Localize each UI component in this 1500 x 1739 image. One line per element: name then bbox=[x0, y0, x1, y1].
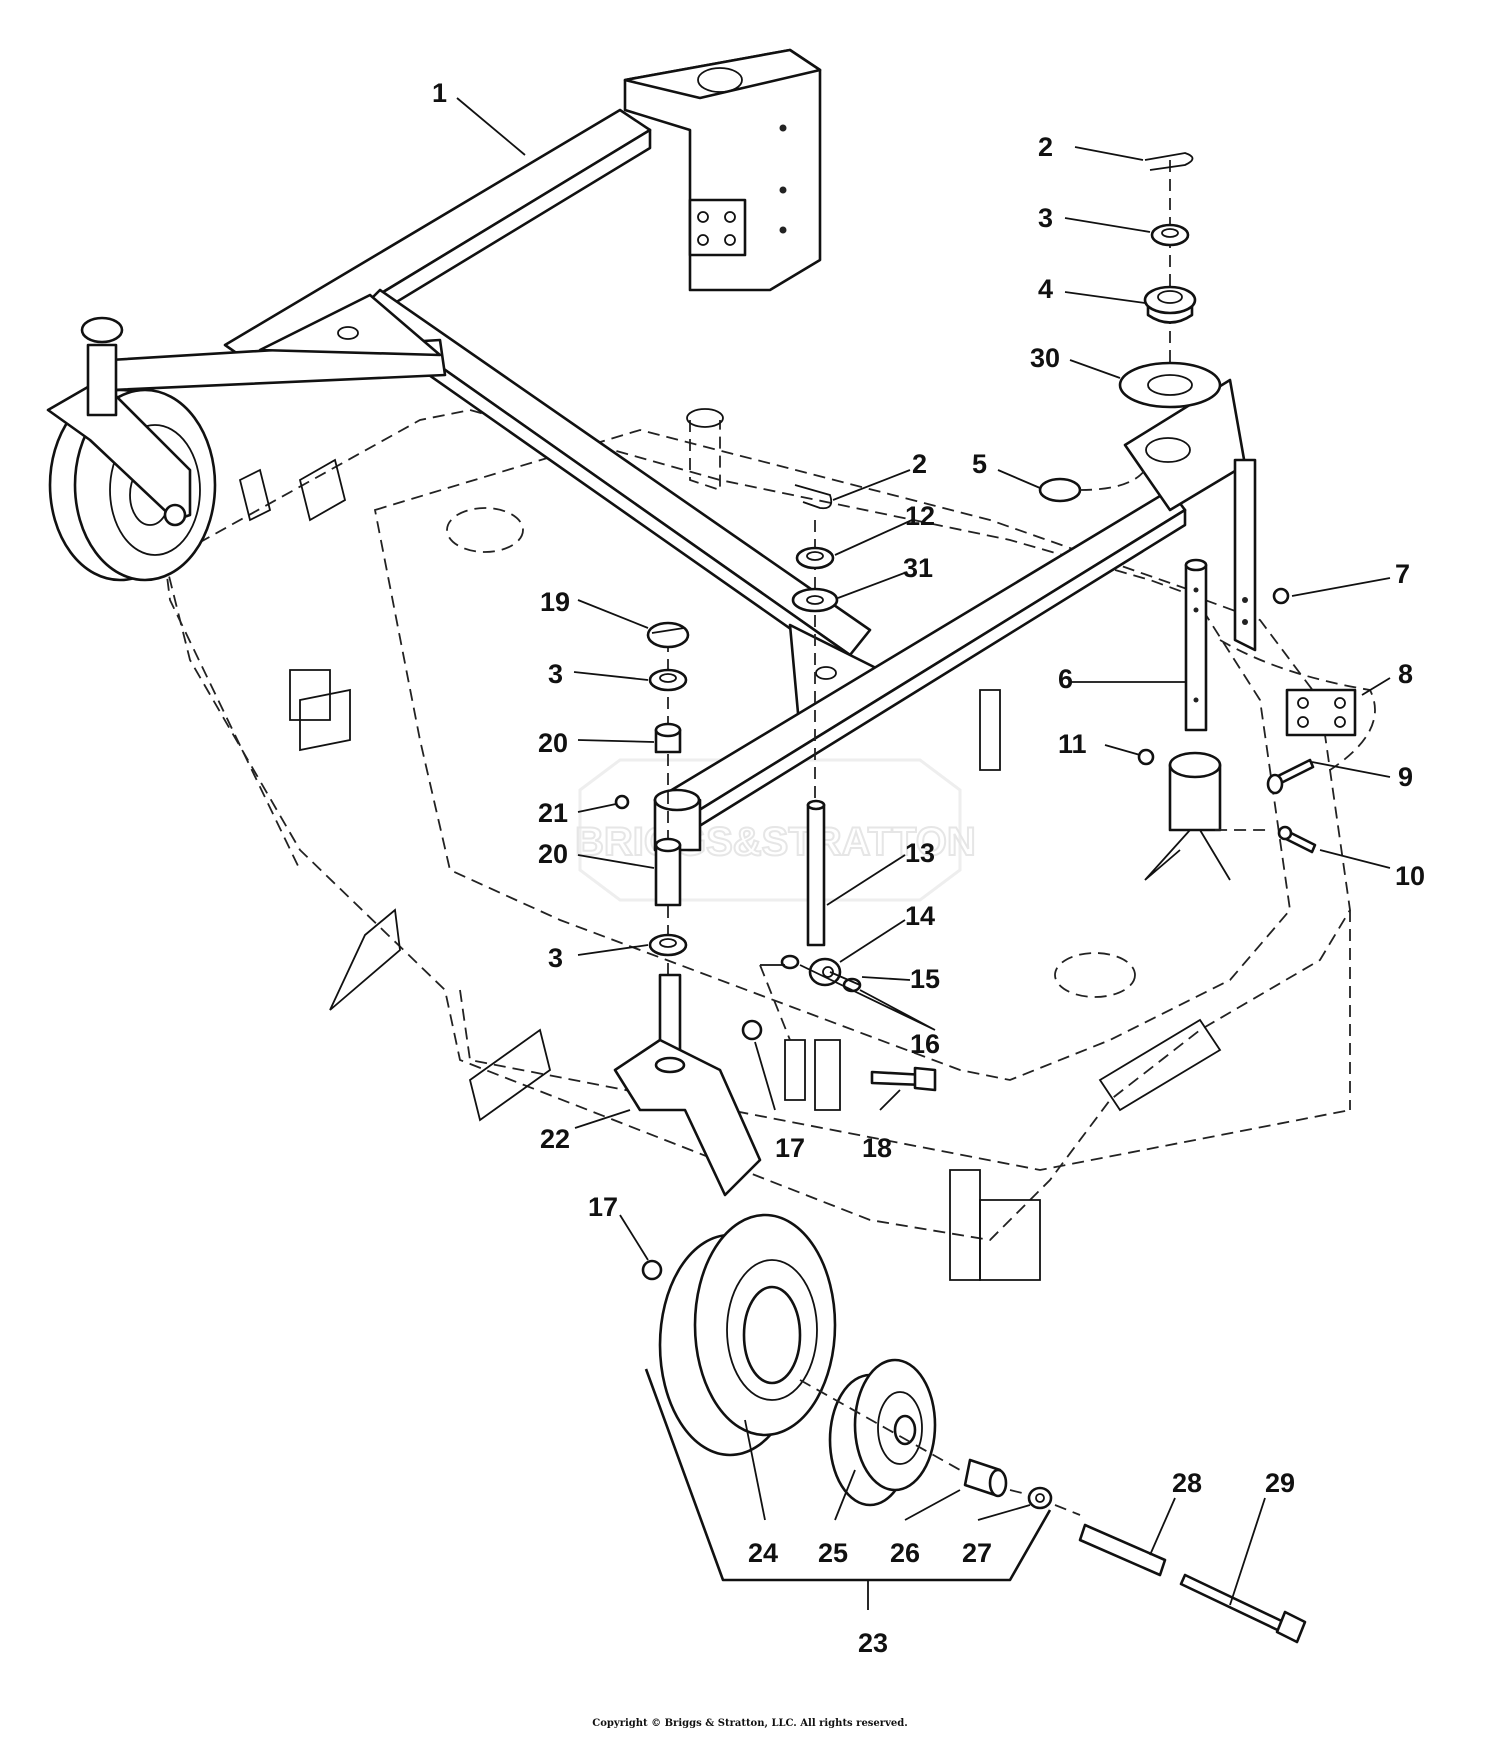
label-2-top: 2 bbox=[1038, 132, 1053, 162]
label-15: 15 bbox=[910, 964, 940, 994]
watermark: BRIGGS&STRATTON bbox=[574, 758, 977, 902]
label-30: 30 bbox=[1030, 343, 1060, 373]
label-3-top: 3 bbox=[1038, 203, 1053, 233]
label-13: 13 bbox=[905, 838, 935, 868]
label-17-wheel: 17 bbox=[588, 1192, 618, 1222]
label-2-center: 2 bbox=[912, 449, 927, 479]
part-labels: 1 2 3 4 30 5 2 12 31 7 19 3 6 8 20 11 9 … bbox=[432, 78, 1425, 1658]
label-5: 5 bbox=[972, 449, 987, 479]
label-27: 27 bbox=[962, 1538, 992, 1568]
leader-lines bbox=[456, 97, 1391, 1610]
label-16: 16 bbox=[910, 1029, 940, 1059]
copyright-notice: Copyright © Briggs & Stratton, LLC. All … bbox=[592, 1718, 908, 1729]
right-stack-parts bbox=[1038, 152, 1376, 881]
label-26: 26 bbox=[890, 1538, 920, 1568]
label-23: 23 bbox=[858, 1628, 888, 1658]
center-stack-parts bbox=[741, 484, 937, 1111]
label-3-lower: 3 bbox=[548, 943, 563, 973]
deck-frame bbox=[108, 48, 1257, 852]
label-14: 14 bbox=[905, 901, 935, 931]
label-22: 22 bbox=[540, 1124, 570, 1154]
label-11: 11 bbox=[1058, 729, 1087, 759]
label-6: 6 bbox=[1058, 664, 1073, 694]
label-7: 7 bbox=[1395, 559, 1410, 589]
label-19: 19 bbox=[540, 587, 570, 617]
label-20-lower: 20 bbox=[538, 839, 568, 869]
label-8: 8 bbox=[1398, 659, 1413, 689]
watermark-text: BRIGGS&STRATTON bbox=[575, 820, 976, 864]
label-29: 29 bbox=[1265, 1468, 1295, 1498]
label-18: 18 bbox=[862, 1133, 892, 1163]
label-4: 4 bbox=[1038, 274, 1053, 304]
label-20-upper: 20 bbox=[538, 728, 568, 758]
label-17-center: 17 bbox=[775, 1133, 805, 1163]
label-3-left: 3 bbox=[548, 659, 563, 689]
label-21: 21 bbox=[538, 798, 568, 828]
label-28: 28 bbox=[1172, 1468, 1202, 1498]
label-24: 24 bbox=[748, 1538, 778, 1568]
label-25: 25 bbox=[818, 1538, 848, 1568]
wheel-assembly bbox=[641, 1213, 1307, 1644]
front-caster-stack bbox=[613, 621, 762, 1197]
label-9: 9 bbox=[1398, 762, 1413, 792]
label-10: 10 bbox=[1395, 861, 1425, 891]
label-12: 12 bbox=[905, 501, 935, 531]
label-1: 1 bbox=[432, 78, 447, 108]
label-31: 31 bbox=[903, 553, 933, 583]
rear-caster-wheel bbox=[46, 316, 217, 582]
